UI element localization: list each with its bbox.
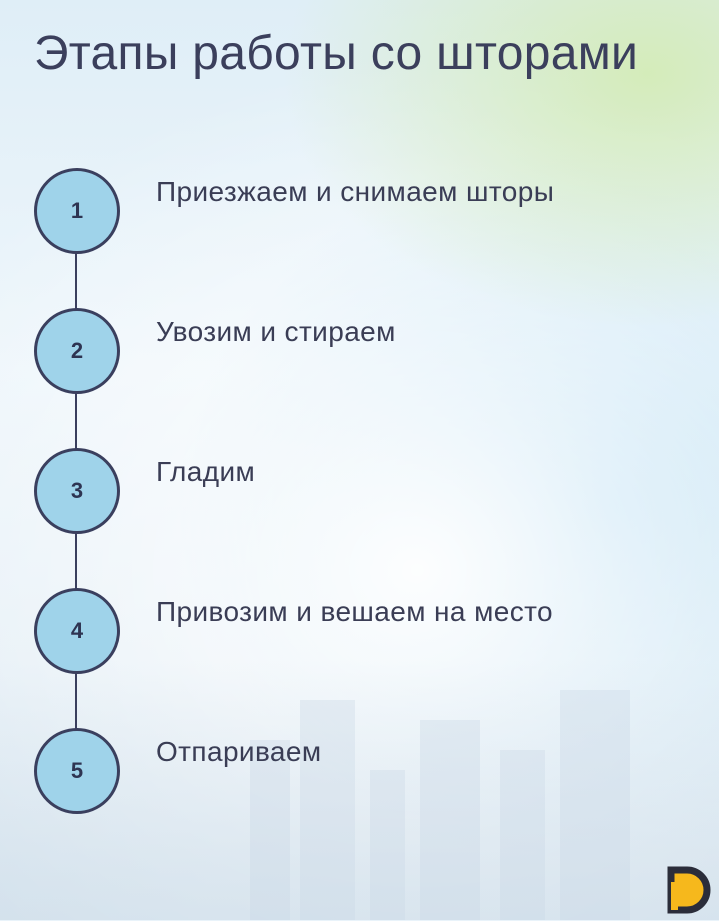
step-number-circle: 2	[34, 308, 120, 394]
brand-logo-icon	[665, 864, 713, 916]
step-number-circle: 1	[34, 168, 120, 254]
step-3: 3 Гладим	[0, 448, 719, 538]
background-buildings	[0, 660, 719, 920]
step-label: Гладим	[156, 456, 256, 487]
step-5: 5 Отпариваем	[0, 728, 719, 818]
step-label: Приезжаем и снимаем шторы	[156, 176, 555, 207]
step-1: 1 Приезжаем и снимаем шторы	[0, 168, 719, 258]
timeline-connector	[75, 532, 77, 592]
timeline-connector	[75, 252, 77, 312]
step-label: Отпариваем	[156, 736, 322, 767]
step-2: 2 Увозим и стираем	[0, 308, 719, 398]
step-number-circle: 5	[34, 728, 120, 814]
step-label: Привозим и вешаем на место	[156, 596, 553, 627]
step-number-circle: 3	[34, 448, 120, 534]
timeline-connector	[75, 672, 77, 732]
step-label: Увозим и стираем	[156, 316, 396, 347]
page-title: Этапы работы со шторами	[34, 27, 639, 80]
step-4: 4 Привозим и вешаем на место	[0, 588, 719, 678]
timeline-connector	[75, 392, 77, 452]
step-number-circle: 4	[34, 588, 120, 674]
